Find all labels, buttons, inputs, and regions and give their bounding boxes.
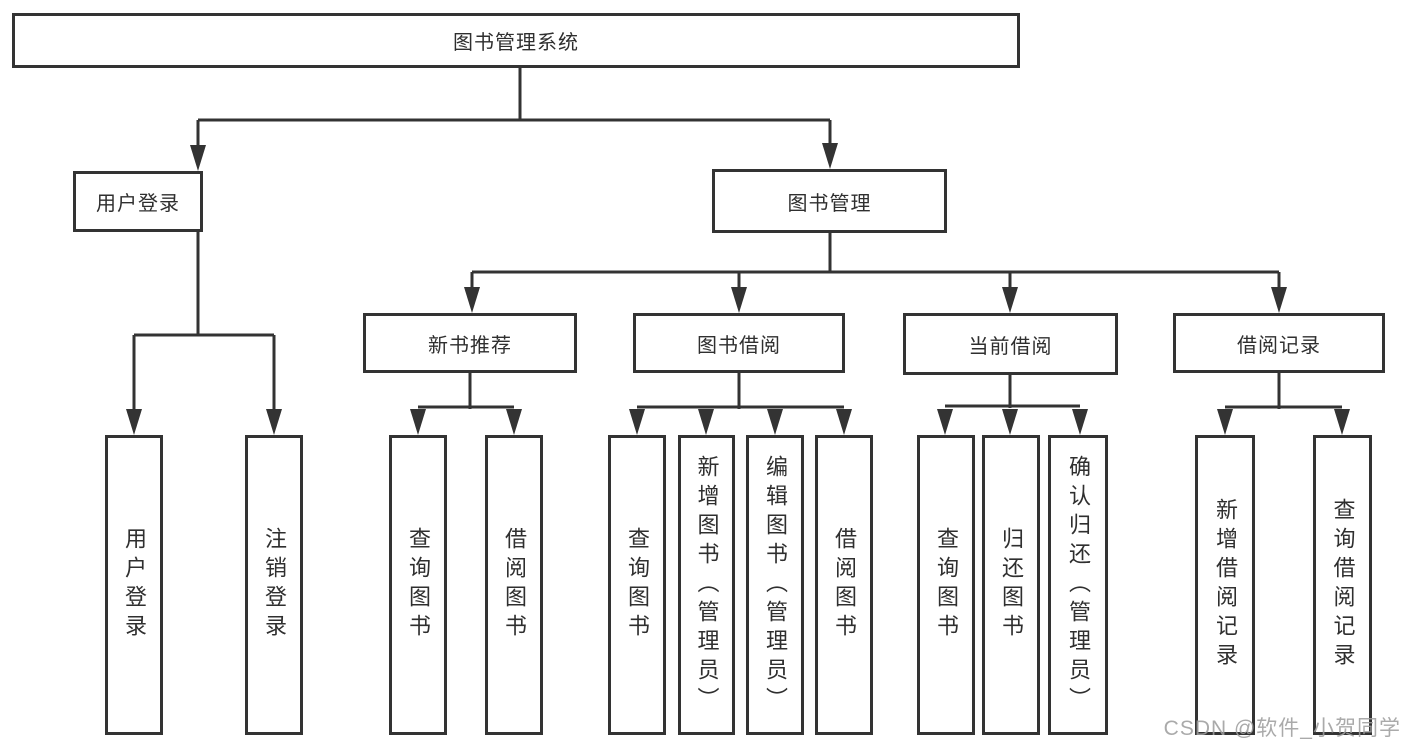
node-root-system: 图书管理系统	[12, 13, 1020, 68]
node-book-management: 图书管理	[712, 169, 947, 233]
node-new-book-recommend: 新书推荐	[363, 313, 577, 373]
arrow-icon	[266, 409, 282, 435]
node-current-borrow: 当前借阅	[903, 313, 1118, 375]
node-borrow-records: 借阅记录	[1173, 313, 1385, 373]
leaf-cb-query-books: 查询图书	[917, 435, 975, 735]
arrow-icon	[1217, 409, 1233, 435]
arrowheads	[126, 143, 1350, 435]
node-user-login: 用户登录	[73, 171, 203, 232]
leaf-br-query-record: 查询借阅记录	[1313, 435, 1372, 735]
leaf-br-query-record-label: 查询借阅记录	[1330, 498, 1356, 672]
leaf-br-add-record-label: 新增借阅记录	[1213, 498, 1238, 672]
arrow-icon	[1072, 409, 1088, 435]
arrow-icon	[1271, 287, 1287, 313]
leaf-bb-add-books-admin: 新增图书（管理员）	[678, 435, 735, 735]
arrow-icon	[698, 409, 714, 435]
leaf-nb-query-books: 查询图书	[389, 435, 447, 735]
csdn-watermark: CSDN @软件_小贺同学	[1163, 717, 1401, 740]
leaf-nb-query-books-label: 查询图书	[406, 527, 431, 643]
leaf-cb-return-books: 归还图书	[982, 435, 1040, 735]
arrow-icon	[1002, 409, 1018, 435]
arrow-icon	[126, 409, 142, 435]
arrow-icon	[506, 409, 522, 435]
arrow-icon	[1002, 287, 1018, 313]
leaf-cb-confirm-return-admin: 确认归还（管理员）	[1048, 435, 1108, 735]
leaf-user-login: 用户登录	[105, 435, 163, 735]
leaf-logout: 注销登录	[245, 435, 303, 735]
arrow-icon	[629, 409, 645, 435]
leaf-bb-query-books-label: 查询图书	[625, 527, 650, 643]
connector-shafts	[132, 68, 1342, 412]
leaf-cb-confirm-return-admin-label: 确认归还（管理员）	[1066, 454, 1091, 716]
arrow-icon	[410, 409, 426, 435]
node-book-management-label: 图书管理	[787, 192, 872, 215]
leaf-cb-return-books-label: 归还图书	[999, 527, 1024, 643]
leaf-bb-edit-books-admin: 编辑图书（管理员）	[746, 435, 804, 735]
node-book-borrow: 图书借阅	[633, 313, 845, 373]
node-new-book-recommend-label: 新书推荐	[428, 334, 512, 357]
arrow-icon	[937, 409, 953, 435]
leaf-user-login-label: 用户登录	[122, 527, 147, 643]
arrow-icon	[767, 409, 783, 435]
arrow-icon	[731, 287, 747, 313]
leaf-nb-borrow-books: 借阅图书	[485, 435, 543, 735]
leaf-bb-borrow-books: 借阅图书	[815, 435, 873, 735]
node-book-borrow-label: 图书借阅	[697, 334, 781, 357]
leaf-nb-borrow-books-label: 借阅图书	[502, 527, 527, 643]
leaf-bb-add-books-admin-label: 新增图书（管理员）	[694, 454, 720, 716]
leaf-bb-query-books: 查询图书	[608, 435, 666, 735]
arrow-icon	[190, 145, 206, 171]
node-root-system-label: 图书管理系统	[453, 32, 579, 54]
leaf-bb-borrow-books-label: 借阅图书	[832, 527, 857, 643]
arrow-icon	[464, 287, 480, 313]
arrow-icon	[836, 409, 852, 435]
leaf-br-add-record: 新增借阅记录	[1195, 435, 1255, 735]
arrow-icon	[822, 143, 838, 169]
node-current-borrow-label: 当前借阅	[968, 335, 1053, 358]
leaf-cb-query-books-label: 查询图书	[934, 527, 959, 643]
arrow-icon	[1334, 409, 1350, 435]
node-user-login-label: 用户登录	[96, 193, 180, 215]
leaf-bb-edit-books-admin-label: 编辑图书（管理员）	[763, 454, 788, 716]
node-borrow-records-label: 借阅记录	[1237, 334, 1321, 357]
leaf-logout-label: 注销登录	[262, 527, 287, 643]
